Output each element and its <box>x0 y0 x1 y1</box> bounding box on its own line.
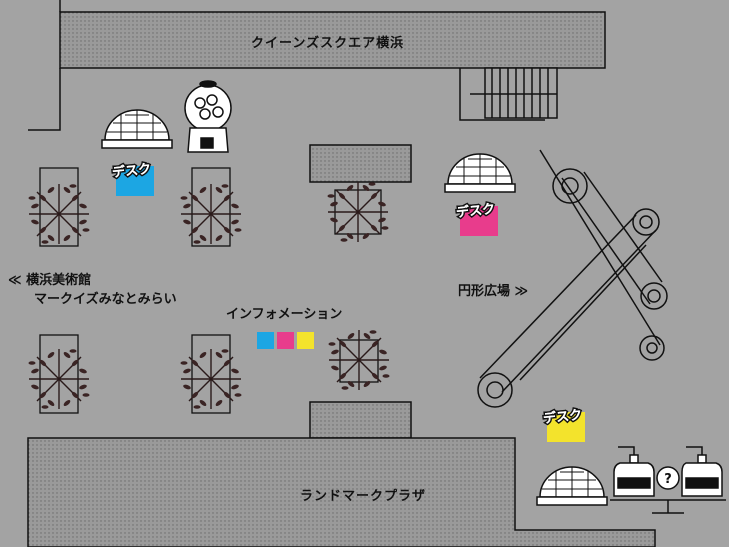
escalator-icon <box>477 149 668 408</box>
information-swatch-cyan <box>257 332 274 349</box>
question-icon: ? <box>656 466 680 490</box>
svg-text:?: ? <box>664 472 672 487</box>
circle-plaza-direction-label: 円形広場 ≫ <box>458 284 529 299</box>
planter-upper <box>309 144 412 183</box>
planter-lower <box>309 401 412 439</box>
museum-direction-label: ≪ 横浜美術館 <box>8 273 92 288</box>
mark-is-direction-label: マークイズみなとみらい <box>34 292 177 307</box>
information-swatch-yellow <box>297 332 314 349</box>
stairs-icon <box>459 67 558 121</box>
desk-yellow: デスク デスク <box>541 406 585 442</box>
desk-cyan-label: デスク <box>111 161 152 181</box>
desk-yellow-label: デスク <box>542 407 583 427</box>
desk-magenta: デスク デスク <box>454 200 498 236</box>
gacha-machine-icon <box>184 80 232 153</box>
desk-magenta-label: デスク <box>455 201 496 221</box>
queens-square-building <box>59 11 606 69</box>
queens-square-label: クイーンズスクエア横浜 <box>251 36 405 51</box>
information-swatch-magenta <box>277 332 294 349</box>
dispenser-icon <box>610 446 726 514</box>
desk-cyan: デスク デスク <box>110 160 154 196</box>
information-label: インフォメーション <box>226 307 343 322</box>
landmark-plaza-building <box>27 437 656 547</box>
landmark-plaza-label: ランドマークプラザ <box>300 489 427 504</box>
